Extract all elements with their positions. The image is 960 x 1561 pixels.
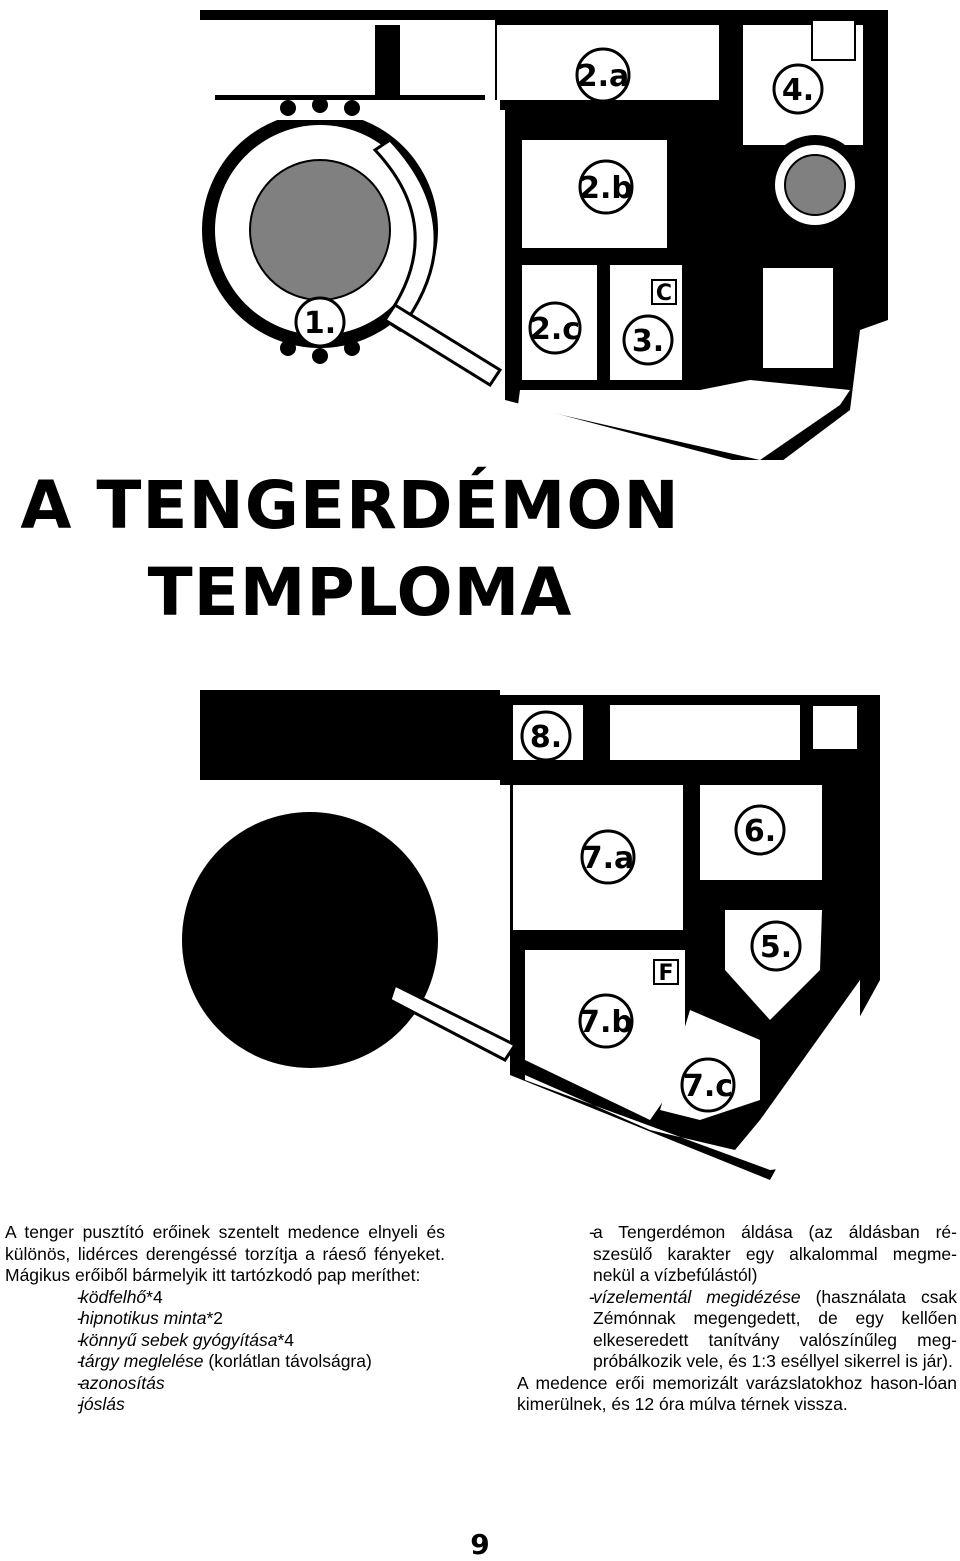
list-item: - könnyű sebek gyógyítása*4 — [77, 1329, 295, 1350]
room-label-1: 1. — [304, 306, 336, 341]
left-column: A tenger pusztító erőinek szentelt meden… — [5, 1222, 445, 1416]
intro-paragraph: A tenger pusztító erőinek szentelt meden… — [5, 1222, 445, 1285]
list-item: - jóslás — [77, 1394, 125, 1414]
room-labels: 1. 2.a 2.b 2.c 3. 4. C — [294, 47, 824, 366]
list-item: - ködfelhő*4 — [77, 1286, 163, 1307]
room-label-3: 3. — [632, 324, 664, 359]
room-label-6: 6. — [744, 814, 776, 849]
room-label-2b: 2.b — [579, 171, 633, 206]
room-large-rotunda-lower — [182, 704, 859, 1068]
ability-list: - a Tengerdémon áldása (az áldásban ré-s… — [517, 1222, 957, 1373]
right-column: - a Tengerdémon áldása (az áldásban ré-s… — [517, 1222, 957, 1416]
title-line-1: A TENGERDÉMON — [20, 467, 680, 544]
map-rooms — [215, 25, 863, 460]
room-label-7a: 7.a — [582, 841, 635, 876]
room-label-5: 5. — [760, 930, 792, 965]
list-item: - azonosítás — [77, 1372, 165, 1393]
stairs-4 — [811, 19, 856, 61]
room-4-rotunda — [765, 19, 865, 235]
pool-4 — [784, 154, 846, 216]
lower-level-map: 8. 6. 7.a 5. 7.b 7.c F — [182, 690, 880, 1180]
marker-f: F — [658, 961, 673, 986]
room-labels-lower: 8. 6. 7.a 5. 7.b 7.c F — [520, 710, 802, 1113]
page-number: 9 — [470, 1528, 490, 1561]
pool-1 — [249, 159, 391, 301]
list-item: - vízelementál megidézése (használata cs… — [589, 1286, 958, 1372]
marker-c: C — [656, 281, 672, 306]
room-label-2a: 2.a — [577, 59, 630, 94]
spell-list: - ködfelhő*4 - hipnotikus minta*2 - könn… — [5, 1287, 445, 1416]
room-label-4: 4. — [782, 73, 814, 108]
room-label-7b: 7.b — [579, 1005, 633, 1040]
room-1-rotunda — [200, 97, 503, 388]
title-line-2: TEMPLOMA — [147, 554, 573, 631]
list-item: - tárgy meglelése (korlátlan távolságra) — [77, 1351, 372, 1371]
list-item: - a Tengerdémon áldása (az áldásban ré-s… — [589, 1222, 957, 1285]
corridor — [382, 302, 503, 388]
room-label-7c: 7.c — [683, 1069, 733, 1104]
room-label-8: 8. — [530, 720, 562, 755]
list-item: - hipnotikus minta*2 — [77, 1308, 224, 1328]
upper-level-map: 1. 2.a 2.b 2.c 3. 4. C — [200, 10, 888, 460]
outro-paragraph: A medence erői memorizált varázslatokhoz… — [517, 1372, 957, 1415]
room-label-2c: 2.c — [530, 312, 580, 347]
